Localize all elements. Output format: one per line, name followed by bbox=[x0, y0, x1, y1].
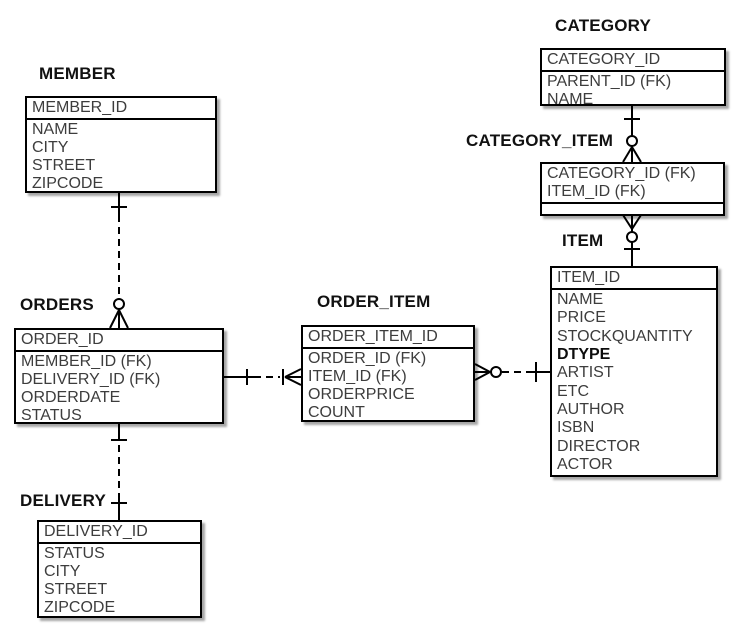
field-row: ORDER_ID (FK) bbox=[308, 350, 427, 367]
connector-orders-order-item bbox=[224, 368, 302, 386]
entity-title-delivery: DELIVERY bbox=[20, 491, 106, 510]
zero-circle bbox=[626, 231, 638, 243]
field-row: STOCKQUANTITY bbox=[557, 327, 693, 345]
entity-category-item: CATEGORY_ID (FK)ITEM_ID (FK) bbox=[540, 162, 725, 216]
connector-order-item-item bbox=[474, 362, 550, 382]
crow-foot-right bbox=[631, 214, 642, 230]
key-field-row: ITEM_ID bbox=[557, 269, 621, 286]
crow-foot-bottom bbox=[284, 376, 302, 386]
field-row: PRICE bbox=[557, 309, 606, 327]
field-row: CITY bbox=[44, 563, 81, 580]
field-row: MEMBER_ID (FK) bbox=[21, 353, 152, 370]
field-row: ISBN bbox=[557, 419, 595, 437]
field-row: ORDERDATE bbox=[21, 389, 121, 406]
field-row: ACTOR bbox=[557, 455, 613, 473]
field-row: PARENT_ID (FK) bbox=[547, 73, 672, 90]
connector-category-category-item bbox=[622, 106, 642, 163]
zero-circle bbox=[490, 366, 502, 378]
entity-orders: ORDER_ID MEMBER_ID (FK)DELIVERY_ID (FK)O… bbox=[14, 328, 224, 424]
entity-title-member: MEMBER bbox=[39, 64, 116, 83]
field-row: DIRECTOR bbox=[557, 437, 641, 455]
field-row: ZIPCODE bbox=[32, 175, 104, 192]
category-field-section: PARENT_ID (FK)NAME bbox=[542, 72, 724, 106]
zero-circle bbox=[626, 135, 638, 147]
field-row: DELIVERY_ID (FK) bbox=[21, 371, 161, 388]
field-row: STREET bbox=[44, 581, 108, 598]
field-row: NAME bbox=[547, 91, 594, 106]
item-key-section: ITEM_ID bbox=[552, 268, 716, 290]
key-field-row: ITEM_ID (FK) bbox=[547, 183, 646, 200]
field-row: NAME bbox=[32, 121, 79, 138]
key-field-row: MEMBER_ID bbox=[32, 99, 128, 116]
entity-order-item: ORDER_ITEM_ID ORDER_ID (FK)ITEM_ID (FK)O… bbox=[301, 325, 475, 422]
category-item-field-section bbox=[542, 204, 723, 214]
member-key-section: MEMBER_ID bbox=[27, 98, 215, 120]
category-key-section: CATEGORY_ID bbox=[542, 50, 724, 72]
delivery-key-section: DELIVERY_ID bbox=[39, 522, 200, 544]
field-row: ZIPCODE bbox=[44, 599, 116, 616]
field-row: NAME bbox=[557, 291, 604, 309]
field-row: STATUS bbox=[44, 545, 105, 562]
entity-title-category: CATEGORY bbox=[555, 16, 652, 35]
field-row: ARTIST bbox=[557, 364, 614, 382]
field-row: DTYPE bbox=[557, 346, 611, 364]
connector-member-orders bbox=[109, 193, 129, 329]
key-field-row: DELIVERY_ID bbox=[44, 523, 148, 540]
field-row: ORDERPRICE bbox=[308, 386, 415, 403]
field-row: CITY bbox=[32, 139, 69, 156]
crow-foot-left bbox=[109, 309, 120, 329]
category-item-key-section: CATEGORY_ID (FK)ITEM_ID (FK) bbox=[542, 164, 723, 204]
field-row: STREET bbox=[32, 157, 96, 174]
crow-foot-top bbox=[474, 363, 491, 373]
connector-category-item-item bbox=[622, 214, 642, 266]
order-item-key-section: ORDER_ITEM_ID bbox=[303, 327, 473, 349]
crow-foot-top bbox=[284, 368, 302, 378]
crow-foot-left bbox=[622, 214, 633, 230]
key-field-row: CATEGORY_ID (FK) bbox=[547, 165, 696, 182]
field-row: AUTHOR bbox=[557, 400, 625, 418]
field-row: COUNT bbox=[308, 404, 365, 421]
key-field-row: ORDER_ID bbox=[21, 331, 104, 348]
connector-orders-delivery bbox=[111, 424, 127, 520]
field-row: ETC bbox=[557, 382, 589, 400]
entity-title-order-item: ORDER_ITEM bbox=[317, 292, 431, 311]
field-row: STATUS bbox=[21, 407, 82, 424]
crow-foot-left bbox=[622, 146, 633, 163]
entity-title-category-item: CATEGORY_ITEM bbox=[466, 131, 614, 150]
entity-title-item: ITEM bbox=[562, 231, 604, 250]
key-field-row: ORDER_ITEM_ID bbox=[308, 328, 438, 345]
field-row: ITEM_ID (FK) bbox=[308, 368, 407, 385]
crow-foot-right bbox=[118, 309, 129, 329]
crow-foot-bottom bbox=[474, 371, 491, 381]
key-field-row: CATEGORY_ID bbox=[547, 51, 661, 68]
crow-foot-right bbox=[631, 146, 642, 163]
orders-key-section: ORDER_ID bbox=[16, 330, 222, 352]
zero-circle bbox=[113, 298, 125, 310]
entity-category: CATEGORY_ID PARENT_ID (FK)NAME bbox=[540, 48, 726, 106]
entity-title-orders: ORDERS bbox=[20, 295, 94, 314]
